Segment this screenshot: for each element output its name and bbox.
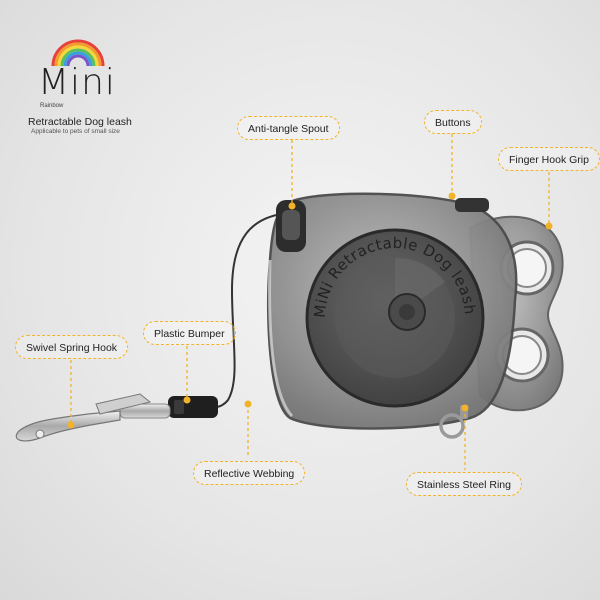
callout-finger-hook-grip: Finger Hook Grip: [498, 147, 600, 171]
callout-buttons: Buttons: [424, 110, 482, 134]
brand-subtitle: Rainbow: [40, 103, 64, 109]
brand-name: Mini: [38, 62, 116, 103]
product-note: Applicable to pets of small size: [31, 128, 120, 135]
callout-stainless-steel-ring: Stainless Steel Ring: [406, 472, 522, 496]
rainbow-logo-icon: [51, 39, 105, 67]
callout-anti-tangle-spout: Anti-tangle Spout: [237, 116, 340, 140]
leash-housing: MiNi Retractable Dog leash: [266, 192, 518, 430]
anti-tangle-spout: [276, 200, 306, 252]
callout-swivel-spring-hook: Swivel Spring Hook: [15, 335, 129, 359]
callout-plastic-bumper: Plastic Bumper: [143, 321, 236, 345]
callout-reflective-webbing: Reflective Webbing: [193, 461, 306, 485]
plastic-bumper: [168, 396, 218, 418]
lock-button: [455, 198, 489, 212]
product-name: Retractable Dog leash: [28, 116, 132, 128]
swivel-spring-hook: [15, 393, 171, 442]
